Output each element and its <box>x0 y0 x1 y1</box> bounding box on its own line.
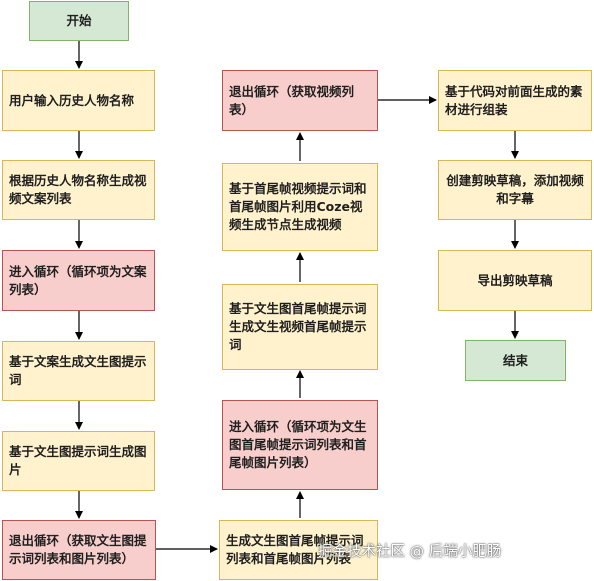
node-gen-img-prompt-label: 基于文案生成文生图提示词 <box>9 354 147 387</box>
watermark: 掘金技术社区 @ 后端小肥肠 <box>318 544 502 560</box>
node-gen-frame-prompts: 生成文生图首尾帧提示词列表和首尾帧图片列表 <box>219 520 378 580</box>
node-start-label: 开始 <box>66 13 92 28</box>
node-loop1-exit-label: 退出循环（获取文生图提示词列表和图片列表） <box>9 533 147 566</box>
node-end: 结束 <box>465 340 566 381</box>
node-gen-frame-prompts-label: 生成文生图首尾帧提示词列表和首尾帧图片列表 <box>226 533 364 566</box>
node-create-draft: 创建剪映草稿，添加视频和字幕 <box>438 160 592 220</box>
node-loop2-exit-label: 退出循环（获取视频列表） <box>229 83 355 117</box>
node-gen-image-label: 基于文生图提示词生成图片 <box>9 444 147 477</box>
node-export-draft: 导出剪映草稿 <box>438 250 592 311</box>
node-end-label: 结束 <box>502 352 528 368</box>
node-gen-script: 根据历史人物名称生成视频文案列表 <box>2 160 155 220</box>
node-gen-video-prompt: 基于文生图首尾帧提示词生成文生视频首尾帧提示词 <box>222 284 378 370</box>
node-gen-image: 基于文生图提示词生成图片 <box>2 431 155 491</box>
node-loop1-enter: 进入循环（循环项为文案列表） <box>2 250 155 311</box>
node-create-draft-label: 创建剪映草稿，添加视频和字幕 <box>446 173 584 206</box>
node-loop2-exit: 退出循环（获取视频列表） <box>222 70 378 131</box>
node-gen-video-label: 基于首尾帧视频提示词和首尾帧图片利用Coze视频生成节点生成视频 <box>229 181 367 232</box>
node-loop1-enter-label: 进入循环（循环项为文案列表） <box>9 263 147 297</box>
node-gen-script-label: 根据历史人物名称生成视频文案列表 <box>9 173 147 206</box>
node-input-name-label: 用户输入历史人物名称 <box>9 92 135 108</box>
node-gen-img-prompt: 基于文案生成文生图提示词 <box>2 341 155 401</box>
node-assemble: 基于代码对前面生成的素材进行组装 <box>438 70 592 131</box>
node-gen-video: 基于首尾帧视频提示词和首尾帧图片利用Coze视频生成节点生成视频 <box>222 163 378 251</box>
node-loop1-exit: 退出循环（获取文生图提示词列表和图片列表） <box>2 520 156 580</box>
node-assemble-label: 基于代码对前面生成的素材进行组装 <box>445 83 583 117</box>
node-start: 开始 <box>29 1 129 41</box>
node-loop2-enter-label: 进入循环（循环项为文生图首尾帧提示词列表和首尾帧图片列表） <box>229 419 367 470</box>
node-input-name: 用户输入历史人物名称 <box>2 70 155 131</box>
node-gen-video-prompt-label: 基于文生图首尾帧提示词生成文生视频首尾帧提示词 <box>229 301 367 352</box>
node-loop2-enter: 进入循环（循环项为文生图首尾帧提示词列表和首尾帧图片列表） <box>222 400 378 490</box>
node-export-draft-label: 导出剪映草稿 <box>477 272 553 288</box>
